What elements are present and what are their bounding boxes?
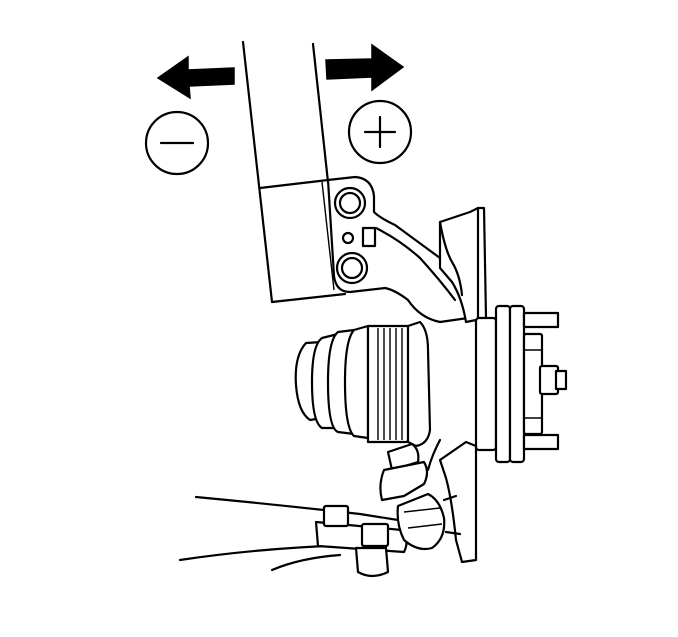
steering-knuckle: [438, 206, 488, 324]
knuckle-lower: [426, 438, 478, 564]
cv-joint-boot: [294, 320, 432, 448]
minus-sign-icon: [144, 110, 210, 176]
right-arrow-icon: [325, 43, 405, 92]
lower-control-arm: [178, 495, 408, 578]
wheel-hub: [474, 304, 568, 464]
plus-sign-icon: [347, 99, 413, 165]
left-arrow-icon: [156, 55, 235, 100]
ball-joint: [379, 442, 462, 551]
strut-bracket: [326, 175, 470, 324]
strut-assembly: [241, 40, 347, 304]
